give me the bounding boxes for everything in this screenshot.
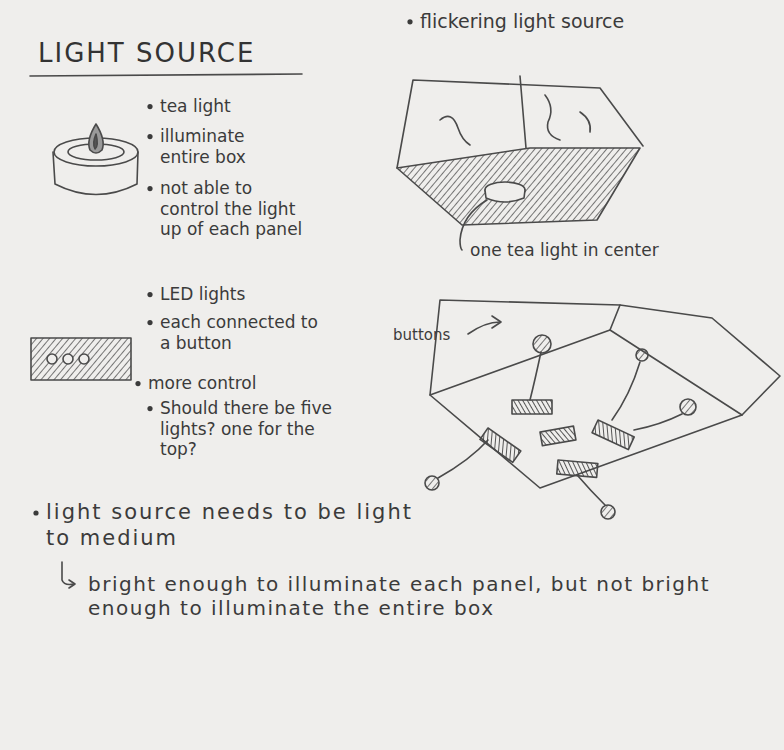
button-wire [612, 362, 640, 420]
led-strip [512, 400, 552, 414]
bullet-dot [135, 381, 140, 386]
box-walls [430, 300, 780, 415]
arrowhead [69, 580, 75, 588]
led-strip [540, 426, 576, 446]
bullet-dot [147, 104, 152, 109]
note-text: one tea light in center [470, 240, 690, 261]
sub-point-hook [62, 562, 74, 585]
led-strip [512, 400, 552, 414]
note-text: bright enough to illuminate each panel, … [88, 572, 758, 621]
arrowhead [492, 316, 501, 328]
bullet-dot [147, 320, 152, 325]
led-strip [480, 428, 521, 462]
note-text: buttons [393, 326, 468, 344]
button [636, 349, 648, 361]
note-text: each connected to a button [160, 312, 330, 353]
wire [580, 112, 590, 132]
note-text: flickering light source [420, 10, 750, 33]
bullet-dot [147, 186, 152, 191]
tea-light-body [53, 152, 138, 195]
button [680, 399, 696, 415]
button [425, 476, 439, 490]
led-strip [540, 426, 576, 446]
note-text: more control [148, 373, 318, 394]
led-strip [592, 420, 634, 450]
led-strip [557, 460, 598, 477]
box-floor [430, 330, 742, 488]
tea-light-flame [89, 124, 103, 153]
led-strip-icon [31, 338, 131, 380]
button [533, 335, 551, 353]
tea-light-small-body [485, 190, 525, 202]
bullet-dot [33, 510, 38, 515]
box-wall-edge [520, 76, 526, 148]
note-text: tea light [160, 96, 310, 117]
box-walls [397, 80, 643, 168]
led-strip [557, 460, 598, 477]
button-wire [438, 440, 488, 478]
led-dot [63, 354, 73, 364]
led-strip [592, 420, 634, 450]
page-title: LIGHT SOURCE [38, 38, 255, 68]
note-text: light source needs to be light to medium [46, 500, 426, 551]
note-text: Should there be five lights? one for the… [160, 398, 340, 460]
bullet-dot [147, 292, 152, 297]
wire [545, 95, 560, 140]
note-text: not able to control the light up of each… [160, 178, 310, 240]
led-dot [47, 354, 57, 364]
wire [440, 116, 470, 145]
button-wire [530, 352, 541, 400]
tea-light-flame-core [94, 134, 98, 149]
led-dot [79, 354, 89, 364]
button-wire [578, 476, 605, 505]
note-text: illuminate entire box [160, 126, 290, 167]
buttons-arrow [468, 322, 500, 334]
bullet-dot [407, 19, 412, 24]
bullet-dot [147, 134, 152, 139]
box-wall-edge [610, 305, 620, 330]
led-strip [480, 428, 521, 462]
bullet-dot [147, 406, 152, 411]
title-underline [30, 74, 302, 76]
note-text: LED lights [160, 284, 320, 305]
button-wire [634, 414, 682, 430]
box-floor [397, 148, 640, 225]
button [601, 505, 615, 519]
